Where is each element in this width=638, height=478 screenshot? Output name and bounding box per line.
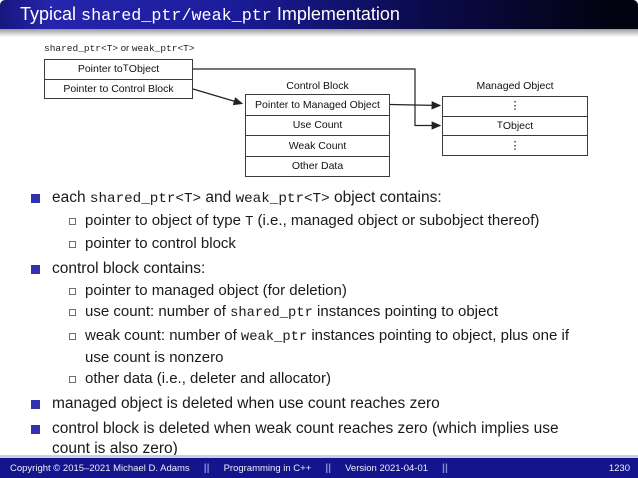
list-item: each shared_ptr<T> and weak_ptr<T> objec…	[30, 188, 622, 209]
bullet-list: each shared_ptr<T> and weak_ptr<T> objec…	[30, 188, 622, 459]
slide-title-bar: Typical shared_ptr/weak_ptr Implementati…	[0, 0, 638, 29]
list-item: control block is deleted when weak count…	[30, 419, 622, 459]
footer-separator: ||	[203, 462, 210, 474]
slide-title: Typical shared_ptr/weak_ptr Implementati…	[20, 4, 400, 26]
footer-separator: ||	[325, 462, 332, 474]
footer-separator: ||	[442, 462, 448, 474]
list-item: managed object is deleted when use count…	[30, 394, 622, 414]
managed-object-row-dots-top: ⋮	[509, 100, 521, 113]
list-item: control block contains:	[30, 259, 622, 279]
list-item-text: pointer to managed object (for deletion)	[85, 281, 347, 299]
diagram-arrows	[192, 68, 442, 130]
list-item: other data (i.e., deleter and allocator)	[30, 369, 622, 389]
control-block-row-other-data: Other Data	[246, 155, 389, 177]
open-square-bullet-icon	[69, 309, 76, 316]
control-block-row-pointer: Pointer to Managed Object	[255, 98, 380, 111]
list-item: pointer to managed object (for deletion)	[30, 281, 622, 301]
control-block-box: Pointer to Managed Object Use Count Weak…	[245, 94, 390, 177]
ptr-box-row-control-block: Pointer to Control Block	[45, 78, 192, 99]
shared-weak-ptr-label: shared_ptr<T> or weak_ptr<T>	[44, 43, 195, 54]
arrow-control-block-to-managed-object	[389, 101, 442, 110]
footer-accent-strip	[0, 455, 638, 458]
control-block-row-use-count: Use Count	[246, 114, 389, 136]
list-item: pointer to control block	[30, 234, 622, 254]
title-bar-shadow	[0, 29, 638, 37]
list-item-text: use count: number of shared_ptr instance…	[85, 303, 499, 321]
open-square-bullet-icon	[69, 287, 76, 295]
managed-object-box: ⋮ T Object ⋮	[442, 96, 588, 156]
arrow-ptr-to-control-block	[192, 88, 244, 106]
list-item-text: pointer to control block	[85, 235, 236, 252]
square-bullet-icon	[31, 193, 40, 203]
list-item-text: control block contains:	[52, 260, 206, 277]
list-item: pointer to object of type T (i.e., manag…	[30, 211, 622, 233]
list-item-text: managed object is deleted when use count…	[52, 395, 440, 412]
list-item: weak count: number of weak_ptr instances…	[30, 326, 622, 368]
pointer-structure-diagram: shared_ptr<T> or weak_ptr<T> Pointer to …	[0, 37, 638, 182]
ptr-box-row-t-object: Pointer to T Object	[77, 63, 160, 76]
managed-object-row-t-object: T Object	[443, 115, 587, 136]
footer-page-number: 1230	[608, 462, 630, 474]
open-square-bullet-icon	[69, 241, 76, 248]
footer-copyright: Copyright © 2015–2021 Michael D. Adams	[10, 462, 190, 474]
square-bullet-icon	[31, 399, 40, 409]
control-block-title: Control Block	[286, 80, 349, 92]
footer-version: Version 2021-04-01	[345, 462, 429, 474]
arrow-ptr-to-t-object	[193, 68, 442, 130]
footer-course: Programming in C++	[223, 462, 312, 474]
list-item: use count: number of shared_ptr instance…	[30, 302, 622, 324]
managed-object-title: Managed Object	[476, 80, 554, 92]
list-item-text: control block is deleted when weak count…	[52, 420, 559, 457]
list-item-text: each shared_ptr<T> and weak_ptr<T> objec…	[52, 189, 442, 207]
control-block-row-weak-count: Weak Count	[246, 135, 389, 156]
open-square-bullet-icon	[69, 376, 76, 383]
ptr-object-box: Pointer to T Object Pointer to Control B…	[44, 59, 193, 99]
managed-object-row-dots-bottom: ⋮	[443, 135, 587, 155]
open-square-bullet-icon	[69, 217, 76, 225]
square-bullet-icon	[31, 424, 40, 434]
list-item-text: weak count: number of weak_ptr instances…	[85, 326, 570, 366]
open-square-bullet-icon	[69, 332, 76, 340]
square-bullet-icon	[31, 264, 40, 274]
footer-bar: Copyright © 2015–2021 Michael D. Adams |…	[0, 458, 638, 478]
list-item-text: other data (i.e., deleter and allocator)	[85, 370, 331, 387]
list-item-text: pointer to object of type T (i.e., manag…	[85, 211, 540, 230]
